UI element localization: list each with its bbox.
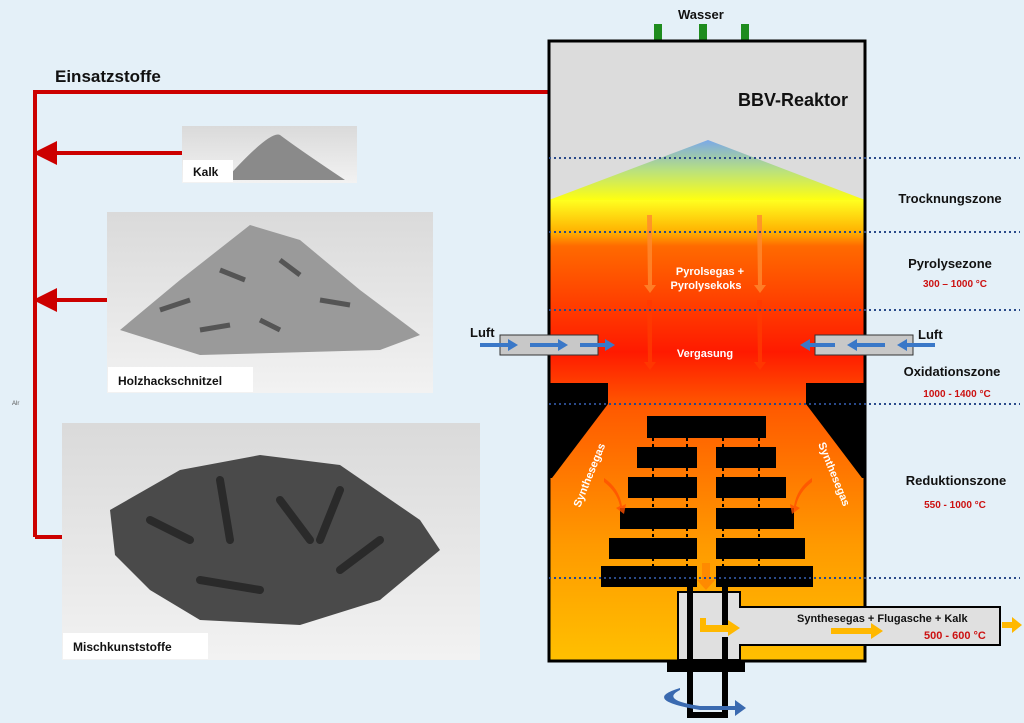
small-label: Alr [12, 401, 19, 407]
material-label: Kalk [193, 165, 219, 179]
zone-temp: 550 - 1000 °C [924, 500, 986, 511]
air-arrow-icon [480, 339, 518, 351]
grate-plates [601, 416, 813, 587]
gasification-label: Vergasung [677, 348, 733, 360]
air-arrow-icon [530, 339, 568, 351]
air-label-left: Luft [470, 325, 495, 340]
zone-separators [549, 157, 1020, 579]
zone-temp: 300 – 1000 °C [923, 279, 987, 290]
outlet-temp: 500 - 600 °C [924, 630, 986, 642]
kalk-photo: Kalk [182, 126, 357, 183]
material-label: Holzhackschnitzel [118, 374, 222, 388]
outlet-label: Synthesegas + Flugasche + Kalk [797, 613, 968, 625]
air-label-right: Luft [918, 327, 943, 342]
zone-name: Reduktionszone [906, 473, 1006, 488]
feed-title: Einsatzstoffe [55, 67, 161, 86]
mischkunststoffe-photo: Mischkunststoffe [62, 423, 480, 660]
air-arrow-icon [897, 339, 935, 351]
air-arrow-icon [580, 339, 615, 351]
zone-temp: 1000 - 1400 °C [923, 389, 990, 400]
holzhackschnitzel-photo: Holzhackschnitzel [107, 212, 433, 393]
zone-name: Pyrolysezone [908, 256, 992, 271]
pyrolysis-label-2: Pyrolysekoks [671, 280, 742, 292]
air-inlet-left: Luft [470, 325, 615, 356]
zone-name: Trocknungszone [898, 191, 1001, 206]
reactor-label: BBV-Reaktor [738, 90, 848, 110]
air-arrow-icon [800, 339, 835, 351]
zone-labels: Trocknungszone Pyrolysezone 300 – 1000 °… [898, 191, 1006, 511]
water-label: Wasser [678, 7, 724, 22]
material-label: Mischkunststoffe [73, 640, 172, 654]
zone-name: Oxidationszone [904, 364, 1001, 379]
flow-arrows [604, 215, 812, 514]
air-inlet-right: Luft [800, 327, 943, 356]
air-arrow-icon [847, 339, 885, 351]
outlet-pipe: Synthesegas + Flugasche + Kalk 500 - 600… [664, 563, 1022, 718]
pyrolysis-label-1: Pyrolsegas + [676, 266, 744, 278]
